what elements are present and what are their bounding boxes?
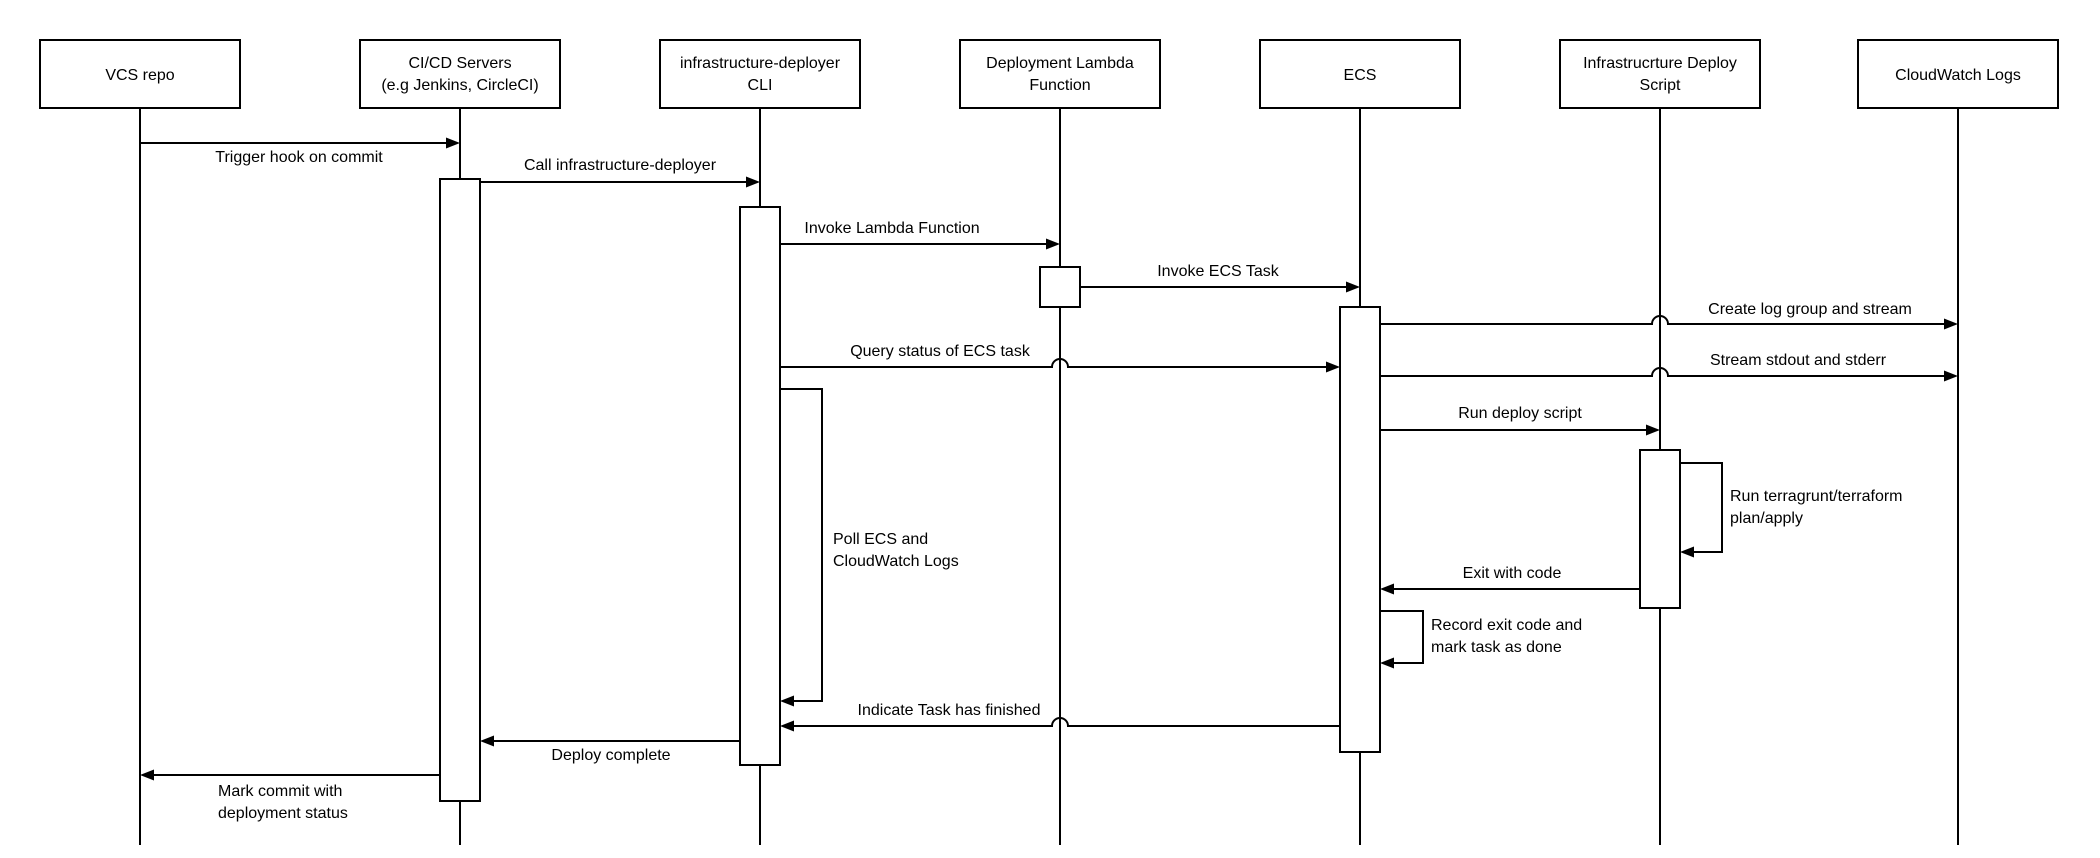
arrowhead-right-icon (1346, 281, 1360, 293)
arrowhead-left-icon (1680, 546, 1694, 558)
message-label: Create log group and stream (1708, 301, 1912, 318)
message-invoke-lambda-function: Invoke Lambda Function (780, 220, 1060, 250)
arrowhead-left-icon (1380, 657, 1394, 669)
activation-deployment-lambda-function (1039, 266, 1081, 308)
message-line (1380, 315, 1945, 325)
message-label: Call infrastructure-deployer (524, 157, 717, 174)
participant-box-vcs-repo (39, 39, 241, 109)
activation-cicd-servers (439, 178, 481, 802)
self-message-line (1680, 462, 1723, 553)
message-indicate-task-has-finished: Indicate Task has finished (780, 702, 1340, 732)
participant-box-infrastructure-deploy-script (1559, 39, 1761, 109)
message-label-line1: Record exit code and (1431, 617, 1582, 634)
message-label-line1: Poll ECS and (833, 531, 928, 548)
message-label: Invoke Lambda Function (804, 220, 979, 237)
activation-ecs (1339, 306, 1381, 753)
message-label-line1: Run terragrunt/terraform (1730, 488, 1903, 505)
message-mark-commit-with-deployment-status: Mark commit with deployment status (140, 769, 440, 822)
participant-vcs-repo: VCS repo (39, 39, 241, 109)
participant-box-ecs (1259, 39, 1461, 109)
message-label: Stream stdout and stderr (1710, 352, 1887, 369)
message-label-line2: deployment status (218, 805, 348, 822)
message-label-line2: plan/apply (1730, 510, 1803, 527)
message-label: Exit with code (1463, 565, 1562, 582)
lifelines (139, 108, 1959, 845)
arrowhead-left-icon (780, 720, 794, 732)
message-record-exit-code: Record exit code and mark task as done (1380, 610, 1582, 669)
participant-infrastructure-deployer-cli: infrastructure-deployer CLI (659, 39, 861, 109)
message-call-infrastructure-deployer: Call infrastructure-deployer (480, 157, 760, 188)
activation-infrastructure-deploy-script (1639, 449, 1681, 609)
arrowhead-right-icon (446, 137, 460, 149)
message-query-status-of-ecs-task: Query status of ECS task (780, 343, 1340, 373)
message-trigger-hook-on-commit: Trigger hook on commit (140, 137, 460, 166)
arrowhead-left-icon (780, 695, 794, 707)
message-label: Invoke ECS Task (1157, 263, 1280, 280)
message-exit-with-code: Exit with code (1380, 565, 1640, 595)
participant-label-line1: CI/CD Servers (408, 55, 511, 72)
message-line (794, 717, 1340, 727)
message-label-line2: mark task as done (1431, 639, 1562, 656)
self-message-line (780, 388, 823, 702)
arrowhead-left-icon (480, 735, 494, 747)
participant-label: CloudWatch Logs (1895, 67, 2021, 84)
message-run-deploy-script: Run deploy script (1380, 405, 1660, 436)
participant-ecs: ECS (1259, 39, 1461, 109)
message-deploy-complete: Deploy complete (480, 735, 740, 764)
participant-label-line2: CLI (748, 77, 773, 94)
arrowhead-right-icon (1944, 318, 1958, 330)
message-label-line2: CloudWatch Logs (833, 553, 959, 570)
message-label: Indicate Task has finished (858, 702, 1041, 719)
participant-box-cloudwatch-logs (1857, 39, 2059, 109)
participant-infrastructure-deploy-script: Infrastrucrture Deploy Script (1559, 39, 1761, 109)
message-label: Deploy complete (551, 747, 670, 764)
participant-label-line1: infrastructure-deployer (680, 55, 841, 72)
participant-label-line1: Infrastrucrture Deploy (1583, 55, 1737, 72)
participant-label: VCS repo (105, 67, 174, 84)
participant-cloudwatch-logs: CloudWatch Logs (1857, 39, 2059, 109)
participant-label-line2: Script (1640, 77, 1681, 94)
arrowhead-right-icon (746, 176, 760, 188)
message-line (1380, 367, 1945, 377)
message-poll-ecs-and-cloudwatch-logs: Poll ECS and CloudWatch Logs (780, 388, 959, 707)
arrowhead-right-icon (1326, 361, 1340, 373)
participant-label: ECS (1344, 67, 1377, 84)
participant-box-cicd-servers (359, 39, 561, 109)
activations (439, 178, 1681, 802)
arrowhead-right-icon (1944, 370, 1958, 382)
message-invoke-ecs-task: Invoke ECS Task (1080, 263, 1360, 293)
participant-label-line1: Deployment Lambda (986, 55, 1134, 72)
message-label-line1: Mark commit with (218, 783, 342, 800)
message-run-terragrunt-terraform: Run terragrunt/terraform plan/apply (1680, 462, 1903, 558)
arrowhead-right-icon (1646, 424, 1660, 436)
activation-infrastructure-deployer-cli (739, 206, 781, 766)
message-create-log-group-and-stream: Create log group and stream (1380, 301, 1958, 330)
participant-cicd-servers: CI/CD Servers (e.g Jenkins, CircleCI) (359, 39, 561, 109)
arrowhead-right-icon (1046, 238, 1060, 250)
message-label: Query status of ECS task (850, 343, 1031, 360)
participant-box-deployment-lambda-function (959, 39, 1161, 109)
participant-label-line2: Function (1029, 77, 1090, 94)
participant-label-line2: (e.g Jenkins, CircleCI) (381, 77, 538, 94)
arrowhead-left-icon (1380, 583, 1394, 595)
arrowhead-left-icon (140, 769, 154, 781)
self-message-line (1380, 610, 1424, 664)
message-label: Trigger hook on commit (215, 149, 383, 166)
participant-box-infrastructure-deployer-cli (659, 39, 861, 109)
message-label: Run deploy script (1458, 405, 1582, 422)
message-line (780, 358, 1327, 368)
participant-deployment-lambda-function: Deployment Lambda Function (959, 39, 1161, 109)
message-stream-stdout-and-stderr: Stream stdout and stderr (1380, 352, 1958, 382)
